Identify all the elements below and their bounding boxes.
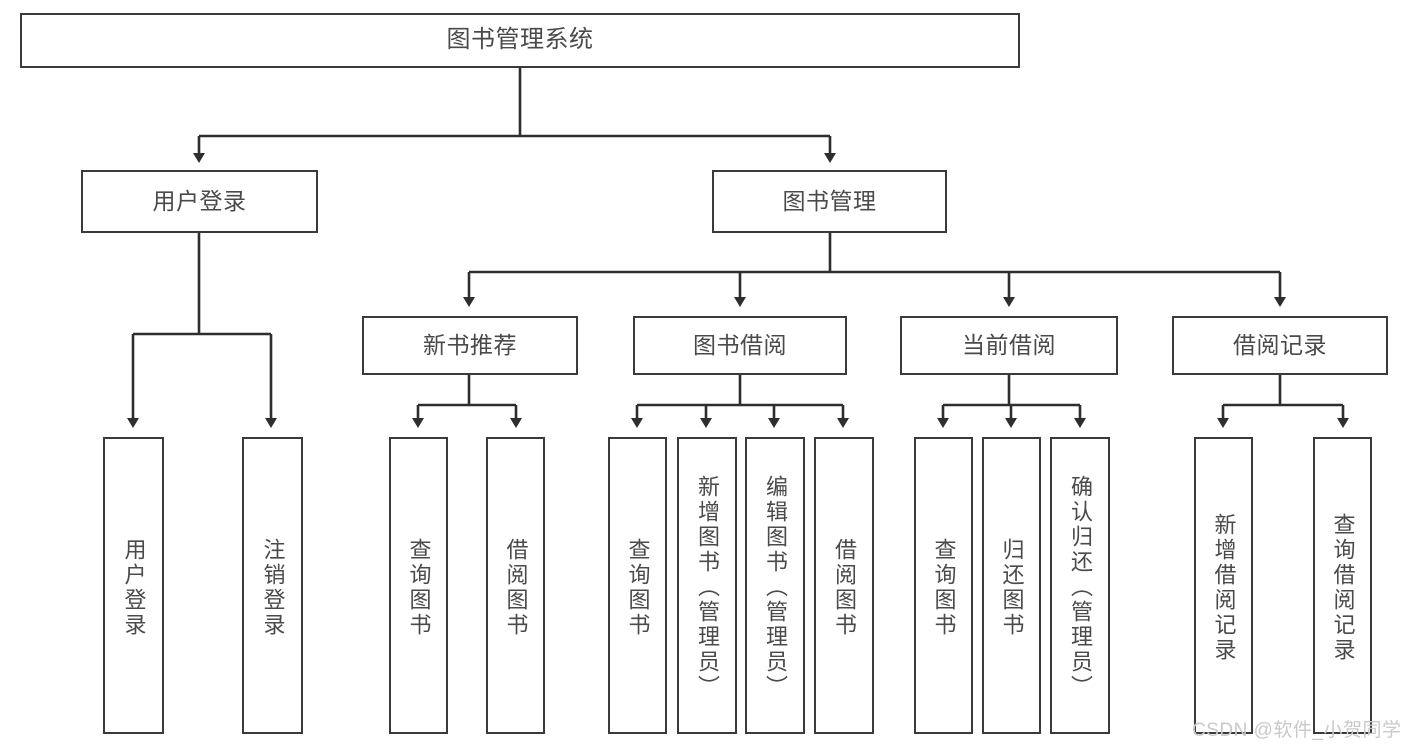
node-label: 归还图书	[999, 537, 1025, 638]
node-leaf-query-book-borrow[interactable]: 查询图书	[608, 437, 667, 734]
node-leaf-user-login[interactable]: 用户登录	[103, 437, 164, 734]
node-label: 用户登录	[152, 187, 247, 214]
node-new-book-recommend[interactable]: 新书推荐	[362, 316, 578, 375]
node-borrow-record[interactable]: 借阅记录	[1172, 316, 1388, 375]
node-label: 新书推荐	[423, 331, 517, 358]
node-root-book-management-system[interactable]: 图书管理系统	[20, 13, 1020, 68]
node-current-borrow[interactable]: 当前借阅	[900, 316, 1118, 375]
node-leaf-edit-book-admin[interactable]: 编辑图书（管理员）	[745, 437, 805, 734]
node-label: 查询图书	[406, 537, 432, 638]
node-book-borrow[interactable]: 图书借阅	[633, 316, 847, 375]
csdn-watermark: CSDN @软件_小贺同学	[1192, 720, 1402, 741]
node-label: 查询图书	[931, 537, 957, 638]
node-label: 注销登录	[260, 537, 286, 638]
node-label: 当前借阅	[962, 331, 1056, 358]
node-leaf-query-book-recommend[interactable]: 查询图书	[389, 437, 448, 734]
node-label: 借阅图书	[832, 537, 857, 638]
node-label: 图书借阅	[693, 331, 787, 358]
node-label: 图书管理系统	[446, 26, 594, 54]
node-leaf-query-borrow-record[interactable]: 查询借阅记录	[1313, 437, 1372, 734]
node-label: 借阅记录	[1233, 331, 1327, 358]
node-leaf-return-book[interactable]: 归还图书	[982, 437, 1041, 734]
node-label: 新增借阅记录	[1211, 512, 1237, 663]
node-label: 借阅图书	[503, 537, 529, 638]
node-label: 图书管理	[782, 187, 877, 214]
node-leaf-borrow-book[interactable]: 借阅图书	[814, 437, 874, 734]
node-label: 确认归还（管理员）	[1068, 475, 1093, 700]
node-leaf-confirm-return-admin[interactable]: 确认归还（管理员）	[1050, 437, 1110, 734]
node-book-management[interactable]: 图书管理	[712, 170, 947, 233]
node-label: 编辑图书（管理员）	[763, 475, 788, 700]
node-label: 查询借阅记录	[1330, 512, 1356, 663]
node-label: 新增图书（管理员）	[695, 475, 720, 700]
node-leaf-query-book-current[interactable]: 查询图书	[914, 437, 973, 734]
node-user-login[interactable]: 用户登录	[81, 170, 318, 233]
node-label: 查询图书	[625, 537, 651, 638]
node-leaf-add-borrow-record[interactable]: 新增借阅记录	[1194, 437, 1253, 734]
node-leaf-add-book-admin[interactable]: 新增图书（管理员）	[677, 437, 737, 734]
node-label: 用户登录	[121, 537, 147, 638]
node-leaf-borrow-book-recommend[interactable]: 借阅图书	[486, 437, 545, 734]
node-leaf-logout[interactable]: 注销登录	[242, 437, 303, 734]
